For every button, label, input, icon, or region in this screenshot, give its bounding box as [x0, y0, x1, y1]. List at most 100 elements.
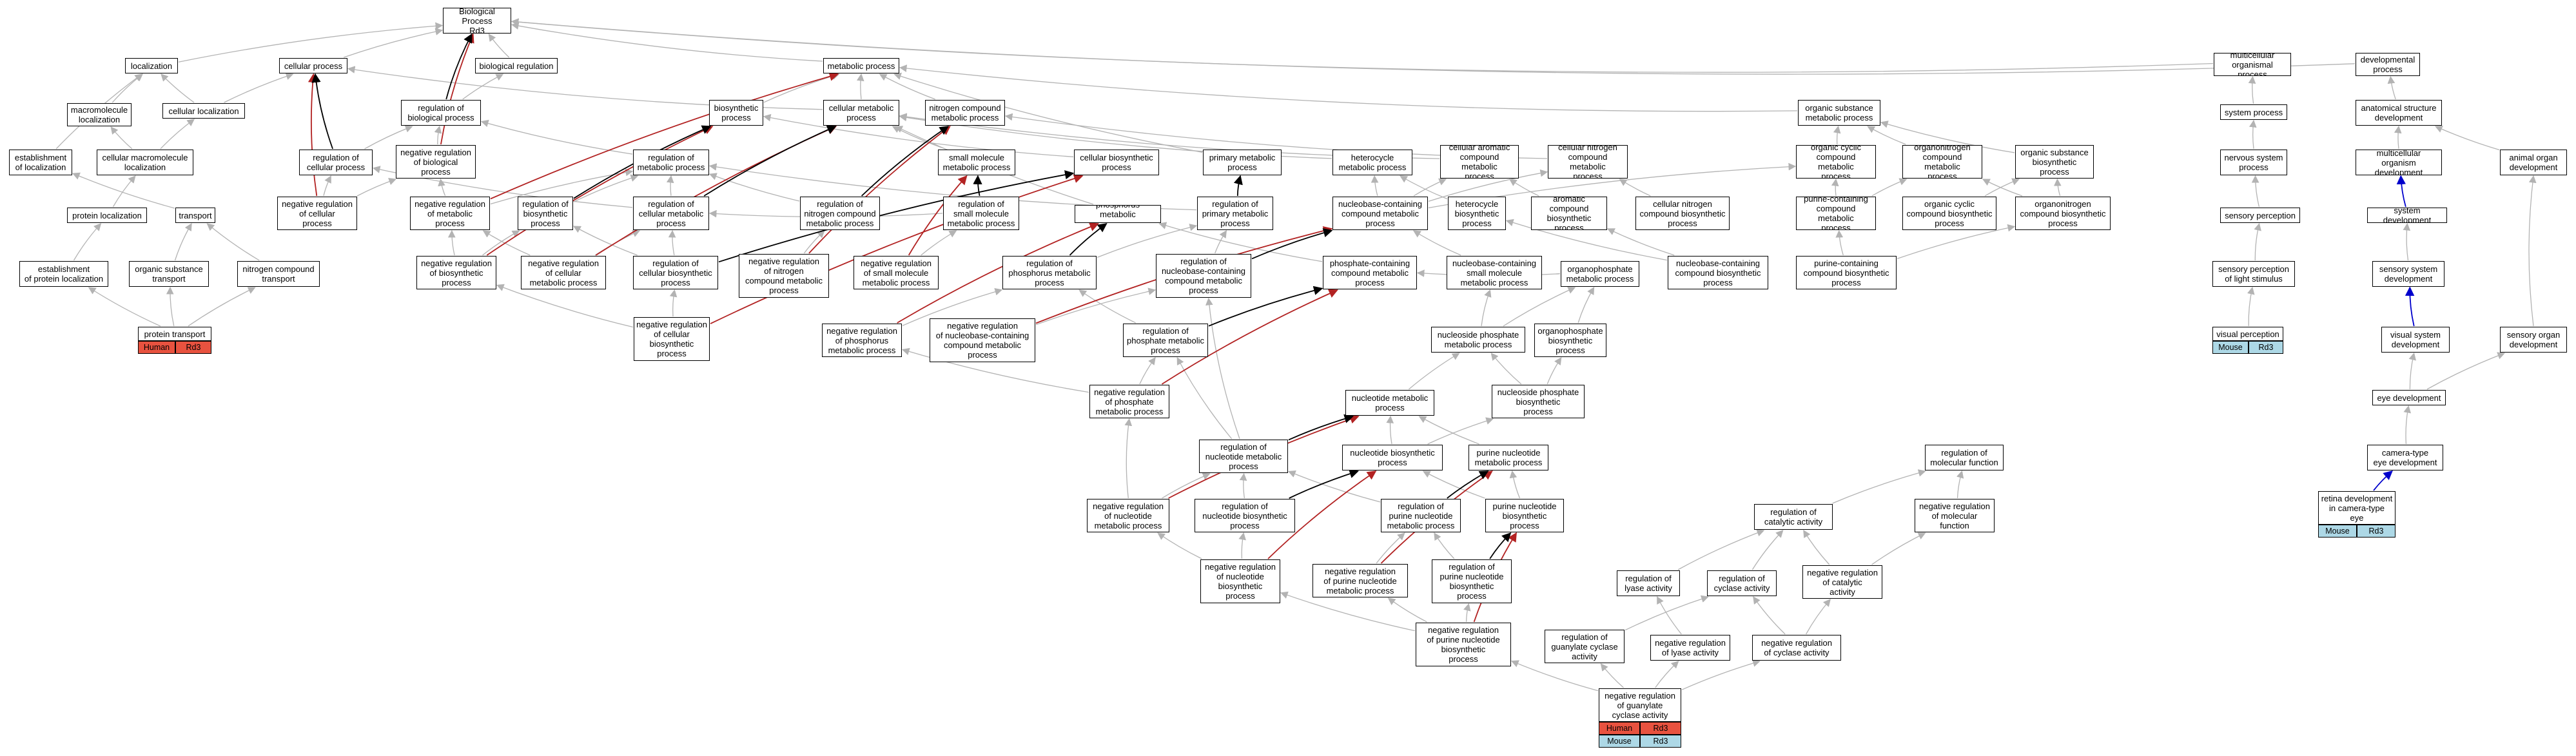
node-regulation-of-molecular-function[interactable]: regulation of molecular function — [1925, 445, 2004, 470]
node-regulation-of-phosphate-metabolic-process[interactable]: regulation of phosphate metabolic proces… — [1123, 324, 1208, 357]
node-sensory-system-development[interactable]: sensory system development — [2372, 261, 2444, 287]
node-negative-regulation-of-molecular-function[interactable]: negative regulation of molecular functio… — [1915, 499, 1995, 532]
node-macromolecule-localization[interactable]: macromolecule localization — [67, 103, 132, 126]
node-primary-metabolic-process[interactable]: primary metabolic process — [1203, 150, 1282, 175]
node-negative-regulation-of-cyclase-activity[interactable]: negative regulation of cyclase activity — [1752, 635, 1841, 661]
node-negative-regulation-of-cellular-process[interactable]: negative regulation of cellular process — [277, 197, 357, 230]
node-localization[interactable]: localization — [125, 58, 178, 73]
node-organic-cyclic-compound-biosynthetic-process[interactable]: organic cyclic compound biosynthetic pro… — [1902, 197, 1996, 230]
node-cellular-nitrogen-compound-biosynthetic-process[interactable]: cellular nitrogen compound biosynthetic … — [1635, 197, 1730, 230]
node-regulation-of-cellular-metabolic-process[interactable]: regulation of cellular metabolic process — [633, 197, 709, 230]
node-multicellular-organism-development[interactable]: multicellular organism development — [2356, 150, 2442, 175]
node-negative-regulation-of-purine-nucleotide-biosynthetic-process[interactable]: negative regulation of purine nucleotide… — [1416, 623, 1511, 666]
node-biosynthetic-process[interactable]: biosynthetic process — [709, 100, 763, 126]
node-organic-cyclic-compound-metabolic-process[interactable]: organic cyclic compound metabolic proces… — [1796, 145, 1876, 179]
node-regulation-of-phosphorus-metabolic-process[interactable]: regulation of phosphorus metabolic proce… — [1002, 256, 1097, 289]
node-regulation-of-cellular-biosynthetic-process[interactable]: regulation of cellular biosynthetic proc… — [633, 256, 718, 289]
node-negative-regulation-of-lyase-activity[interactable]: negative regulation of lyase activity — [1650, 635, 1730, 661]
node-nucleobase-containing-compound-metabolic-process[interactable]: nucleobase-containing compound metabolic… — [1332, 197, 1428, 230]
node-nucleotide-metabolic-process[interactable]: nucleotide metabolic process — [1345, 390, 1434, 416]
node-organonitrogen-compound-metabolic-process[interactable]: organonitrogen compound metabolic proces… — [1902, 145, 1982, 179]
node-organic-substance-metabolic-process[interactable]: organic substance metabolic process — [1798, 100, 1880, 126]
node-nucleobase-containing-compound-biosynthetic-process[interactable]: nucleobase-containing compound biosynthe… — [1668, 256, 1768, 289]
node-negative-regulation-of-phosphorus-metabolic-process[interactable]: negative regulation of phosphorus metabo… — [822, 324, 902, 357]
node-cellular-localization[interactable]: cellular localization — [162, 103, 245, 119]
node-organic-substance-biosynthetic-process[interactable]: organic substance biosynthetic process — [2015, 145, 2094, 179]
node-cellular-biosynthetic-process[interactable]: cellular biosynthetic process — [1074, 150, 1159, 175]
node-negative-regulation-of-guanylate-cyclase-activity[interactable]: negative regulation of guanylate cyclase… — [1599, 688, 1681, 722]
node-cellular-aromatic-compound-metabolic-process[interactable]: cellular aromatic compound metabolic pro… — [1440, 145, 1519, 179]
node-protein-transport[interactable]: protein transport — [138, 327, 211, 341]
node-biological-regulation[interactable]: biological regulation — [475, 58, 558, 73]
node-regulation-of-cyclase-activity[interactable]: regulation of cyclase activity — [1707, 570, 1777, 596]
node-regulation-of-metabolic-process[interactable]: regulation of metabolic process — [633, 150, 709, 175]
node-nitrogen-compound-transport[interactable]: nitrogen compound transport — [237, 261, 320, 287]
node-regulation-of-purine-nucleotide-biosynthetic-process[interactable]: regulation of purine nucleotide biosynth… — [1432, 559, 1512, 603]
node-negative-regulation-of-nucleotide-metabolic-process[interactable]: negative regulation of nucleotide metabo… — [1087, 499, 1169, 532]
node-small-molecule-metabolic-process[interactable]: small molecule metabolic process — [938, 150, 1015, 175]
node-regulation-of-nucleotide-biosynthetic-process[interactable]: regulation of nucleotide biosynthetic pr… — [1195, 499, 1295, 532]
node-regulation-of-purine-nucleotide-metabolic-process[interactable]: regulation of purine nucleotide metaboli… — [1381, 499, 1461, 532]
node-animal-organ-development[interactable]: animal organ development — [2500, 150, 2567, 175]
node-negative-regulation-of-cellular-biosynthetic-process[interactable]: negative regulation of cellular biosynth… — [634, 317, 710, 361]
node-regulation-of-cellular-process[interactable]: regulation of cellular process — [299, 150, 373, 175]
node-cellular-macromolecule-localization[interactable]: cellular macromolecule localization — [97, 150, 193, 175]
node-heterocycle-metabolic-process[interactable]: heterocycle metabolic process — [1332, 150, 1412, 175]
node-camera-type-eye-development[interactable]: camera-type eye development — [2367, 445, 2443, 470]
node-visual-perception[interactable]: visual perception — [2212, 327, 2283, 341]
node-protein-localization[interactable]: protein localization — [67, 208, 147, 223]
node-nucleobase-containing-small-molecule-metabolic-process[interactable]: nucleobase-containing small molecule met… — [1447, 256, 1542, 289]
node-regulation-of-catalytic-activity[interactable]: regulation of catalytic activity — [1754, 504, 1833, 530]
node-establishment-of-localization[interactable]: establishment of localization — [9, 150, 72, 175]
node-transport[interactable]: transport — [175, 208, 215, 223]
node-organophosphate-metabolic-process[interactable]: organophosphate metabolic process — [1561, 261, 1639, 287]
node-sensory-organ-development[interactable]: sensory organ development — [2500, 327, 2567, 353]
node-regulation-of-lyase-activity[interactable]: regulation of lyase activity — [1617, 570, 1680, 596]
node-retina-development-in-camera-type-eye[interactable]: retina development in camera-type eye — [2318, 491, 2395, 525]
node-regulation-of-nitrogen-compound-metabolic-process[interactable]: regulation of nitrogen compound metaboli… — [800, 197, 880, 230]
node-negative-regulation-of-metabolic-process[interactable]: negative regulation of metabolic process — [410, 197, 490, 230]
node-multicellular-organismal-process[interactable]: multicellular organismal process — [2214, 53, 2291, 76]
node-eye-development[interactable]: eye development — [2372, 390, 2446, 405]
node-regulation-of-primary-metabolic-process[interactable]: regulation of primary metabolic process — [1197, 197, 1273, 230]
node-negative-regulation-of-catalytic-activity[interactable]: negative regulation of catalytic activit… — [1802, 565, 1882, 599]
node-negative-regulation-of-nucleobase-containing-compound-metabolic-process[interactable]: negative regulation of nucleobase-contai… — [930, 318, 1035, 362]
node-heterocycle-biosynthetic-process[interactable]: heterocycle biosynthetic process — [1448, 197, 1506, 230]
node-regulation-of-guanylate-cyclase-activity[interactable]: regulation of guanylate cyclase activity — [1545, 630, 1625, 663]
node-cellular-process[interactable]: cellular process — [279, 58, 347, 73]
node-nucleotide-biosynthetic-process[interactable]: nucleotide biosynthetic process — [1342, 445, 1443, 470]
node-nucleoside-phosphate-metabolic-process[interactable]: nucleoside phosphate metabolic process — [1431, 327, 1525, 353]
node-system-process[interactable]: system process — [2220, 104, 2287, 120]
node-regulation-of-nucleotide-metabolic-process[interactable]: regulation of nucleotide metabolic proce… — [1199, 440, 1288, 473]
node-organic-substance-transport[interactable]: organic substance transport — [129, 261, 209, 287]
node-anatomical-structure-development[interactable]: anatomical structure development — [2356, 100, 2442, 126]
node-purine-containing-compound-biosynthetic-process[interactable]: purine-containing compound biosynthetic … — [1796, 256, 1897, 289]
node-purine-nucleotide-biosynthetic-process[interactable]: purine nucleotide biosynthetic process — [1485, 499, 1564, 532]
node-negative-regulation-of-phosphate-metabolic-process[interactable]: negative regulation of phosphate metabol… — [1089, 385, 1169, 418]
node-negative-regulation-of-biological-process[interactable]: negative regulation of biological proces… — [396, 145, 476, 179]
node-phosphorus-metabolic-process[interactable]: phosphorus metabolic process — [1075, 205, 1161, 223]
node-negative-regulation-of-purine-nucleotide-metabolic-process[interactable]: negative regulation of purine nucleotide… — [1312, 564, 1408, 597]
node-negative-regulation-of-nitrogen-compound-metabolic-process[interactable]: negative regulation of nitrogen compound… — [739, 254, 829, 298]
node-nucleoside-phosphate-biosynthetic-process[interactable]: nucleoside phosphate biosynthetic proces… — [1492, 385, 1585, 418]
node-developmental-process[interactable]: developmental process — [2356, 53, 2420, 76]
node-negative-regulation-of-small-molecule-metabolic-process[interactable]: negative regulation of small molecule me… — [854, 256, 939, 289]
node-purine-containing-compound-metabolic-process[interactable]: purine-containing compound metabolic pro… — [1796, 197, 1876, 230]
node-metabolic-process[interactable]: metabolic process — [823, 58, 899, 73]
node-establishment-of-protein-localization[interactable]: establishment of protein localization — [19, 261, 108, 287]
node-regulation-of-nucleobase-containing-compound-metabolic-process[interactable]: regulation of nucleobase-containing comp… — [1156, 254, 1251, 298]
node-visual-system-development[interactable]: visual system development — [2381, 327, 2450, 353]
node-phosphate-containing-compound-metabolic-process[interactable]: phosphate-containing compound metabolic … — [1323, 256, 1417, 289]
node-cellular-nitrogen-compound-metabolic-process[interactable]: cellular nitrogen compound metabolic pro… — [1548, 145, 1628, 179]
node-system-development[interactable]: system development — [2367, 208, 2447, 223]
node-bp[interactable]: Biological Process Rd3 — [443, 8, 511, 34]
node-sensory-perception[interactable]: sensory perception — [2220, 208, 2300, 223]
node-nitrogen-compound-metabolic-process[interactable]: nitrogen compound metabolic process — [925, 100, 1005, 126]
node-negative-regulation-of-cellular-metabolic-process[interactable]: negative regulation of cellular metaboli… — [521, 256, 606, 289]
node-negative-regulation-of-biosynthetic-process[interactable]: negative regulation of biosynthetic proc… — [416, 256, 496, 289]
node-regulation-of-biosynthetic-process[interactable]: regulation of biosynthetic process — [518, 197, 573, 230]
node-purine-nucleotide-metabolic-process[interactable]: purine nucleotide metabolic process — [1469, 445, 1548, 470]
node-nervous-system-process[interactable]: nervous system process — [2220, 150, 2287, 175]
node-negative-regulation-of-nucleotide-biosynthetic-process[interactable]: negative regulation of nucleotide biosyn… — [1200, 559, 1280, 603]
node-sensory-perception-of-light-stimulus[interactable]: sensory perception of light stimulus — [2212, 261, 2295, 287]
